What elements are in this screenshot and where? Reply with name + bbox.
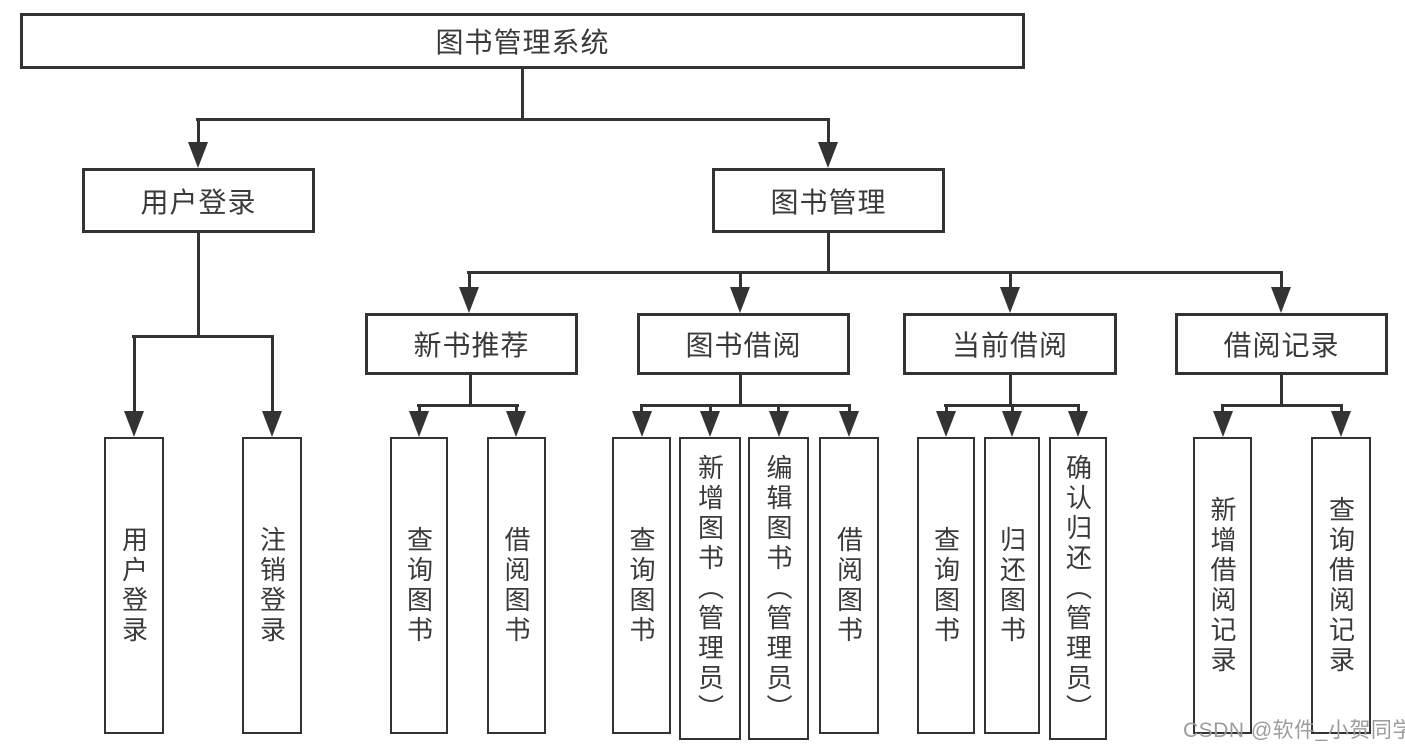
connector-arrow-down [459,287,479,313]
node-label: 借阅图书 [501,525,531,646]
node-label: 确认归还（管理员） [1062,453,1093,724]
connector-line [270,336,274,414]
connector-line [514,405,518,414]
leaf-borrow-books: 借阅图书 [819,437,879,734]
connector-line [1279,272,1283,290]
connector-line [1008,375,1012,407]
connector-line [738,272,742,290]
connector-arrow-down [1000,287,1020,313]
connector-arrow-down [506,411,526,437]
node-book-management: 图书管理 [712,168,945,233]
connector-arrow-down [936,411,956,437]
connector-arrow-down [730,287,750,313]
node-label: 查询图书 [626,525,656,646]
connector-arrow-down [1212,411,1233,437]
connector-line [944,405,948,414]
connector-line [1008,272,1012,290]
node-label: 借阅记录 [1223,330,1340,361]
leaf-add-book-admin: 新增图书（管理员） [679,437,741,740]
connector-arrow-down [188,142,208,168]
leaf-add-borrow-record: 新增借阅记录 [1193,437,1252,734]
connector-line [1339,405,1343,414]
connector-line [777,405,780,414]
node-user-login-branch: 用户登录 [82,168,315,233]
node-label: 新增借阅记录 [1207,495,1237,676]
leaf-edit-book-admin: 编辑图书（管理员） [748,437,809,740]
connector-arrow-down [262,411,282,437]
leaf-logout: 注销登录 [242,437,302,734]
connector-line [521,68,524,121]
connector-line [1279,375,1283,407]
node-label: 新书推荐 [413,330,530,361]
connector-arrow-down [1271,287,1291,313]
node-new-book-recommendation: 新书推荐 [365,313,578,375]
connector-line [738,375,742,407]
leaf-query-books-borrowing: 查询图书 [612,437,671,734]
node-borrowing-records: 借阅记录 [1175,313,1388,375]
connector-arrow-down [818,142,838,168]
node-label: 查询借阅记录 [1325,495,1356,676]
connector-line [417,404,519,407]
node-label: 注销登录 [256,525,287,646]
leaf-borrow-books-recommend: 借阅图书 [487,437,546,734]
connector-line [132,335,274,338]
connector-line [417,405,421,414]
watermark: CSDN @软件_小贺同学 [1183,719,1405,742]
connector-line [196,118,830,121]
node-current-borrowing: 当前借阅 [903,313,1117,375]
connector-line [468,375,472,407]
node-label: 查询图书 [930,525,961,646]
node-label: 编辑图书（管理员） [763,453,793,724]
leaf-confirm-return-admin: 确认归还（管理员） [1049,437,1107,740]
node-library-management-system: 图书管理系统 [20,13,1025,69]
connector-arrow-down [1068,411,1088,437]
connector-arrow-down [1331,411,1351,437]
connector-line [826,232,830,274]
connector-line [1076,405,1080,414]
node-label: 新增图书（管理员） [694,453,725,724]
node-label: 图书管理系统 [435,27,610,58]
connector-arrow-down [631,411,652,437]
node-book-borrowing: 图书借阅 [637,313,850,375]
connector-line [1221,405,1224,414]
connector-arrow-down [768,411,789,437]
connector-arrow-down [124,411,144,437]
connector-arrow-down [839,411,859,437]
leaf-query-books-current: 查询图书 [917,437,975,734]
node-label: 用户登录 [140,186,257,218]
connector-line [196,232,200,338]
connector-line [467,272,471,290]
node-label: 图书管理 [770,186,887,218]
node-label: 当前借阅 [951,330,1068,361]
connector-line [196,119,200,145]
connector-line [640,404,851,407]
leaf-query-books-recommend: 查询图书 [390,437,448,734]
connector-line [847,405,851,414]
leaf-user-login: 用户登录 [104,437,164,734]
connector-line [708,405,712,414]
node-label: 归还图书 [996,525,1027,646]
node-label: 用户登录 [118,525,149,646]
connector-line [467,271,1283,274]
leaf-return-book: 归还图书 [984,437,1040,734]
connector-line [1010,405,1014,414]
connector-line [1221,404,1343,407]
node-label: 查询图书 [403,525,434,646]
connector-line [132,336,136,414]
connector-line [826,119,830,145]
connector-line [640,405,643,414]
connector-arrow-down [1002,411,1022,437]
node-label: 借阅图书 [833,525,864,646]
connector-arrow-down [409,411,429,437]
connector-arrow-down [700,411,720,437]
leaf-query-borrow-record: 查询借阅记录 [1311,437,1371,734]
node-label: 图书借阅 [685,330,802,361]
